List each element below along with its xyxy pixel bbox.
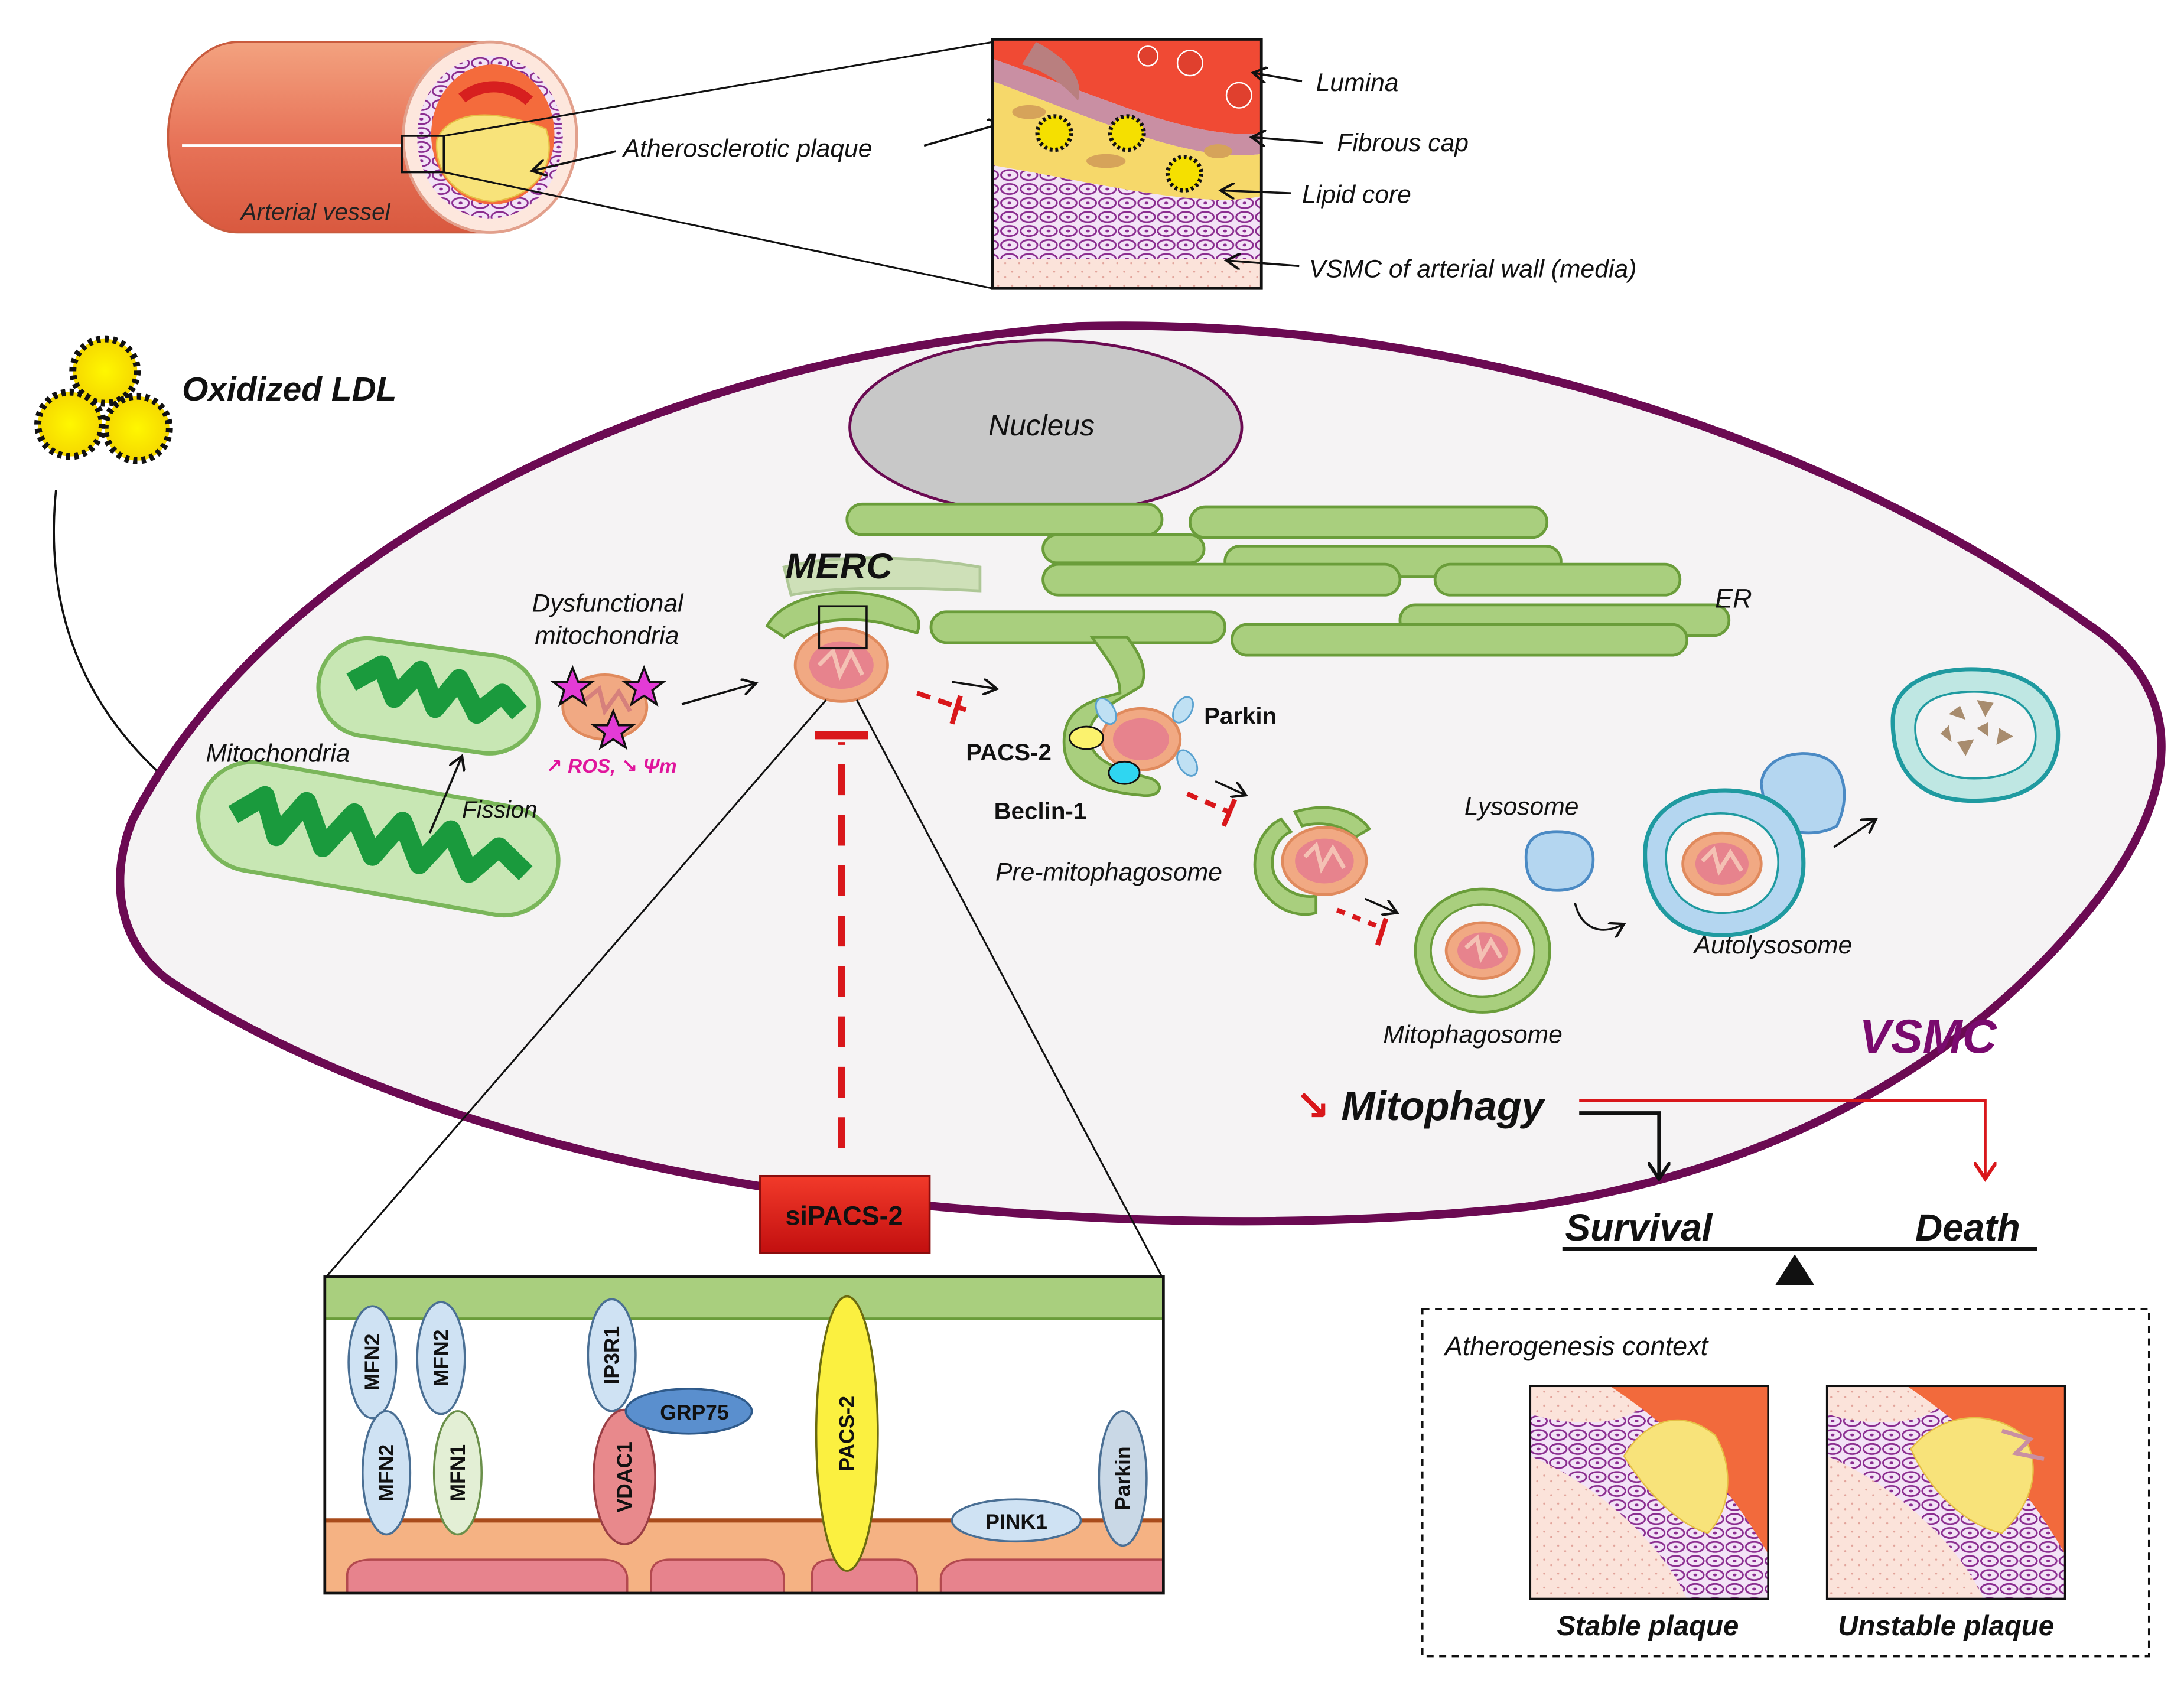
- lysosome: Lysosome: [1464, 792, 1624, 930]
- arterial-vessel: Arterial vessel Atherosclerotic plaque: [167, 40, 1002, 289]
- ros-psi-label: ↗ ROS, ↘ Ψm: [546, 756, 676, 777]
- pacs2-label: PACS-2: [966, 739, 1052, 766]
- pre-mitophagosome: Pre-mitophagosome: [995, 806, 1372, 916]
- lipid-core-label: Lipid core: [1302, 181, 1411, 209]
- atherogenesis-context: Atherogenesis context Stable plaque Unst…: [1421, 1308, 2150, 1658]
- mitophagosome-label: Mitophagosome: [1383, 1021, 1562, 1049]
- dysfunctional-label-line1: Dysfunctional: [532, 590, 684, 618]
- healthy-mitochondria: Mitochondria Fission: [196, 636, 561, 918]
- zoom-grp75: GRP75: [660, 1401, 729, 1424]
- mitophagosome: Mitophagosome: [1383, 887, 1563, 1049]
- merc-label: MERC: [785, 546, 893, 587]
- mitophagy-label: Mitophagy: [1341, 1083, 1546, 1129]
- fission-label: Fission: [462, 796, 538, 823]
- vsmc-cell: Nucleus: [116, 321, 2166, 1226]
- zoom-mfn2-b: MFN2: [429, 1329, 453, 1386]
- mitophagy-down-arrow: ↘: [1295, 1083, 1330, 1129]
- zoom-ldl-particles: [1035, 114, 1203, 193]
- beclin1-label: Beclin-1: [994, 797, 1087, 824]
- unstable-plaque-label: Unstable plaque: [1838, 1610, 2054, 1642]
- zoom-mfn2-c: MFN2: [375, 1444, 398, 1502]
- dysfunctional-mitochondria: Dysfunctional mitochondria ↗ ROS, ↘ Ψm: [532, 590, 756, 777]
- autolysosome: Autolysosome: [1643, 752, 1876, 959]
- mitochondria-label: Mitochondria: [206, 739, 350, 767]
- pre-mitophagosome-label: Pre-mitophagosome: [995, 858, 1222, 887]
- plaque-zoom-box: Lumina Fibrous cap Lipid core VSMC of ar…: [991, 38, 1636, 290]
- stable-plaque-label: Stable plaque: [1557, 1610, 1739, 1642]
- vsmc-label: VSMC: [1859, 1010, 1998, 1063]
- pre-inhibit-arrows: [1186, 780, 1246, 827]
- zoom-mfn1: MFN1: [446, 1444, 470, 1502]
- autolysosome-label: Autolysosome: [1692, 931, 1853, 959]
- er-label: ER: [1715, 584, 1752, 614]
- vsmc-media-label: VSMC of arterial wall (media): [1309, 255, 1636, 283]
- sipacs2-inhibition: siPACS-2: [759, 731, 931, 1254]
- lumina-label: Lumina: [1316, 69, 1399, 97]
- phagophore: Parkin PACS-2 Beclin-1: [966, 696, 1277, 824]
- dysfunctional-label-line2: mitochondria: [535, 621, 679, 650]
- lysosome-label: Lysosome: [1464, 792, 1579, 821]
- degraded-vesicle: [1890, 667, 2061, 803]
- death-label: Death: [1915, 1206, 2020, 1249]
- parkin-label: Parkin: [1204, 702, 1277, 729]
- oxidized-ldl: Oxidized LDL: [34, 335, 396, 798]
- stable-plaque-image: [1530, 1386, 1769, 1599]
- oxidized-ldl-label: Oxidized LDL: [182, 371, 396, 408]
- atherosclerotic-plaque-label: Atherosclerotic plaque: [621, 135, 873, 163]
- outcome-arrows: [1579, 1099, 1985, 1179]
- nucleus-label: Nucleus: [988, 409, 1095, 442]
- merc-mitochondrion: [326, 605, 1163, 1278]
- mito-inhibit-arrows: [1336, 897, 1397, 946]
- survival-label: Survival: [1565, 1206, 1713, 1249]
- context-title: Atherogenesis context: [1443, 1331, 1710, 1361]
- arterial-vessel-label: Arterial vessel: [240, 198, 391, 225]
- fibrous-cap-label: Fibrous cap: [1337, 129, 1469, 157]
- survival-death-balance: Survival Death: [1562, 1206, 2037, 1285]
- sipacs2-label: siPACS-2: [785, 1201, 903, 1231]
- unstable-plaque-image: [1827, 1386, 2065, 1599]
- zoom-pink1: PINK1: [985, 1510, 1047, 1534]
- zoom-parkin: Parkin: [1111, 1446, 1134, 1511]
- zoom-pacs2: PACS-2: [835, 1396, 859, 1472]
- merc-zoom-box: MFN2 MFN2 MFN2 MFN1 IP3R1 VDAC1 GRP75 PA…: [323, 1275, 1165, 1595]
- zoom-mfn2-a: MFN2: [360, 1334, 384, 1391]
- er-network: [765, 502, 1731, 797]
- merc-inhibit-arrows: [916, 682, 997, 725]
- zoom-ip3r1: IP3R1: [600, 1326, 623, 1385]
- zoom-vdac1: VDAC1: [613, 1441, 636, 1512]
